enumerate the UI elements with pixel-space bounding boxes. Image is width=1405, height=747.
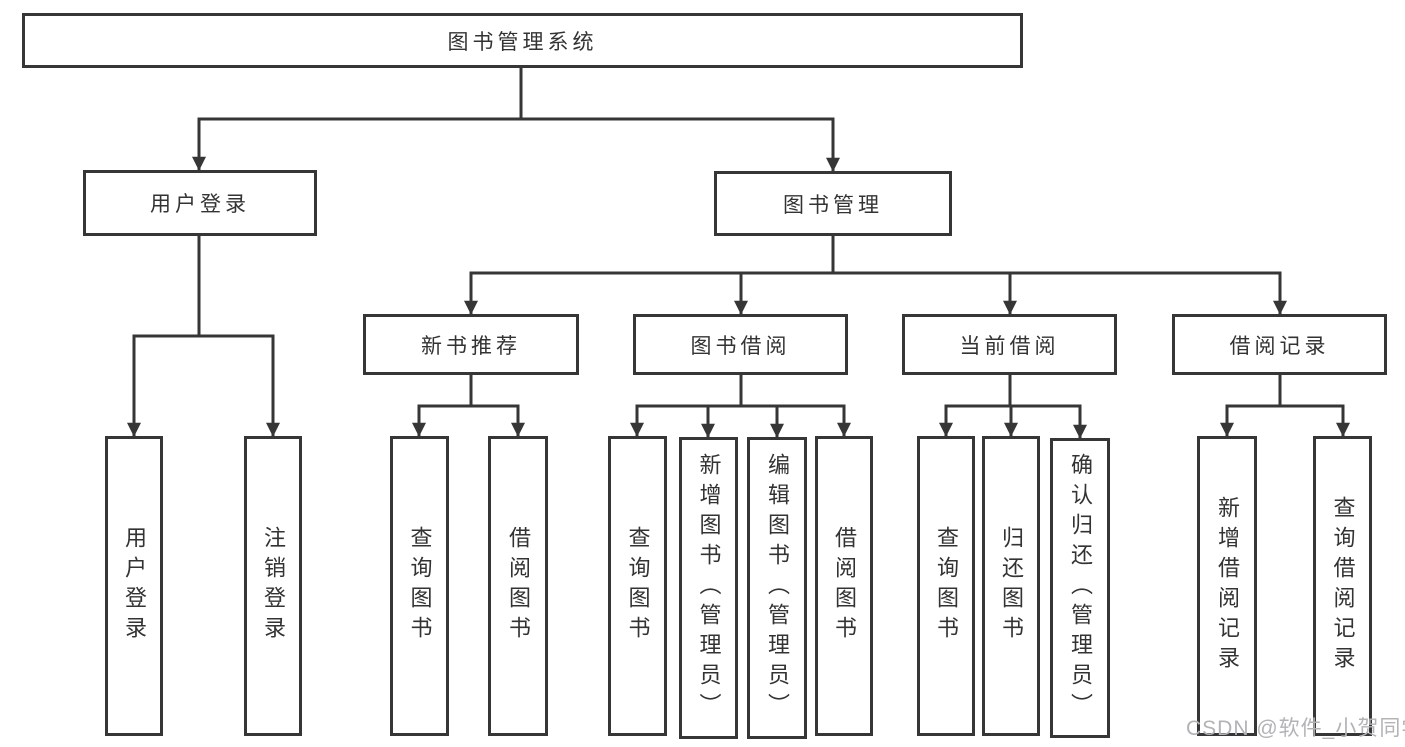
leaf-label: 新增图书（管理员） (696, 453, 722, 723)
leaf-user-login: 用户登录 (105, 436, 163, 736)
leaf-label: 归还图书 (999, 526, 1024, 646)
node-label: 新书推荐 (421, 334, 521, 358)
leaf-query-books-current: 查询图书 (917, 436, 975, 736)
leaf-query-books-recommend: 查询图书 (390, 436, 449, 736)
node-borrow-records: 借阅记录 (1172, 314, 1387, 375)
leaf-query-borrow-record: 查询借阅记录 (1313, 436, 1372, 736)
connector-current-borrow (939, 373, 1087, 440)
leaf-label: 查询图书 (407, 526, 433, 646)
leaf-label: 新增借阅记录 (1215, 496, 1240, 676)
leaf-query-books-borrow: 查询图书 (608, 436, 667, 736)
leaf-confirm-return-admin: 确认归还（管理员） (1050, 438, 1110, 738)
connector-book-borrow (630, 373, 851, 439)
connector-borrow-records (1220, 373, 1350, 438)
leaf-return-books: 归还图书 (982, 436, 1040, 736)
connector-new-book-recommend (412, 373, 525, 438)
leaf-borrow-books: 借阅图书 (815, 436, 873, 736)
leaf-borrow-books-recommend: 借阅图书 (488, 436, 548, 736)
node-label: 用户登录 (150, 193, 250, 216)
node-new-book-recommend: 新书推荐 (363, 314, 579, 375)
leaf-logout: 注销登录 (244, 436, 302, 736)
leaf-label: 编辑图书（管理员） (765, 453, 790, 723)
node-label: 当前借阅 (959, 334, 1060, 358)
node-label: 图书管理系统 (447, 30, 598, 54)
connector-book-management (464, 234, 1287, 316)
node-user-login: 用户登录 (83, 170, 317, 236)
node-current-borrow: 当前借阅 (902, 314, 1117, 375)
leaf-add-book-admin: 新增图书（管理员） (679, 437, 738, 739)
csdn-watermark: CSDN @软件_小贺同学 (1186, 717, 1405, 740)
node-label: 图书借阅 (690, 334, 791, 358)
leaf-label: 查询借阅记录 (1330, 496, 1356, 676)
connector-user-login (127, 234, 280, 438)
node-book-management: 图书管理 (714, 171, 952, 236)
node-label: 图书管理 (783, 193, 883, 217)
leaf-label: 借阅图书 (832, 526, 857, 646)
leaf-label: 确认归还（管理员） (1068, 453, 1093, 723)
node-library-system: 图书管理系统 (22, 13, 1023, 68)
leaf-label: 查询图书 (625, 526, 651, 646)
node-label: 借阅记录 (1229, 334, 1330, 358)
leaf-label: 借阅图书 (506, 526, 531, 646)
leaf-label: 查询图书 (934, 526, 959, 646)
leaf-add-borrow-record: 新增借阅记录 (1197, 436, 1257, 736)
leaf-label: 注销登录 (261, 526, 286, 646)
leaf-edit-book-admin: 编辑图书（管理员） (747, 437, 807, 739)
leaf-label: 用户登录 (122, 526, 147, 646)
connector-root (192, 66, 840, 173)
node-book-borrow: 图书借阅 (633, 314, 848, 375)
